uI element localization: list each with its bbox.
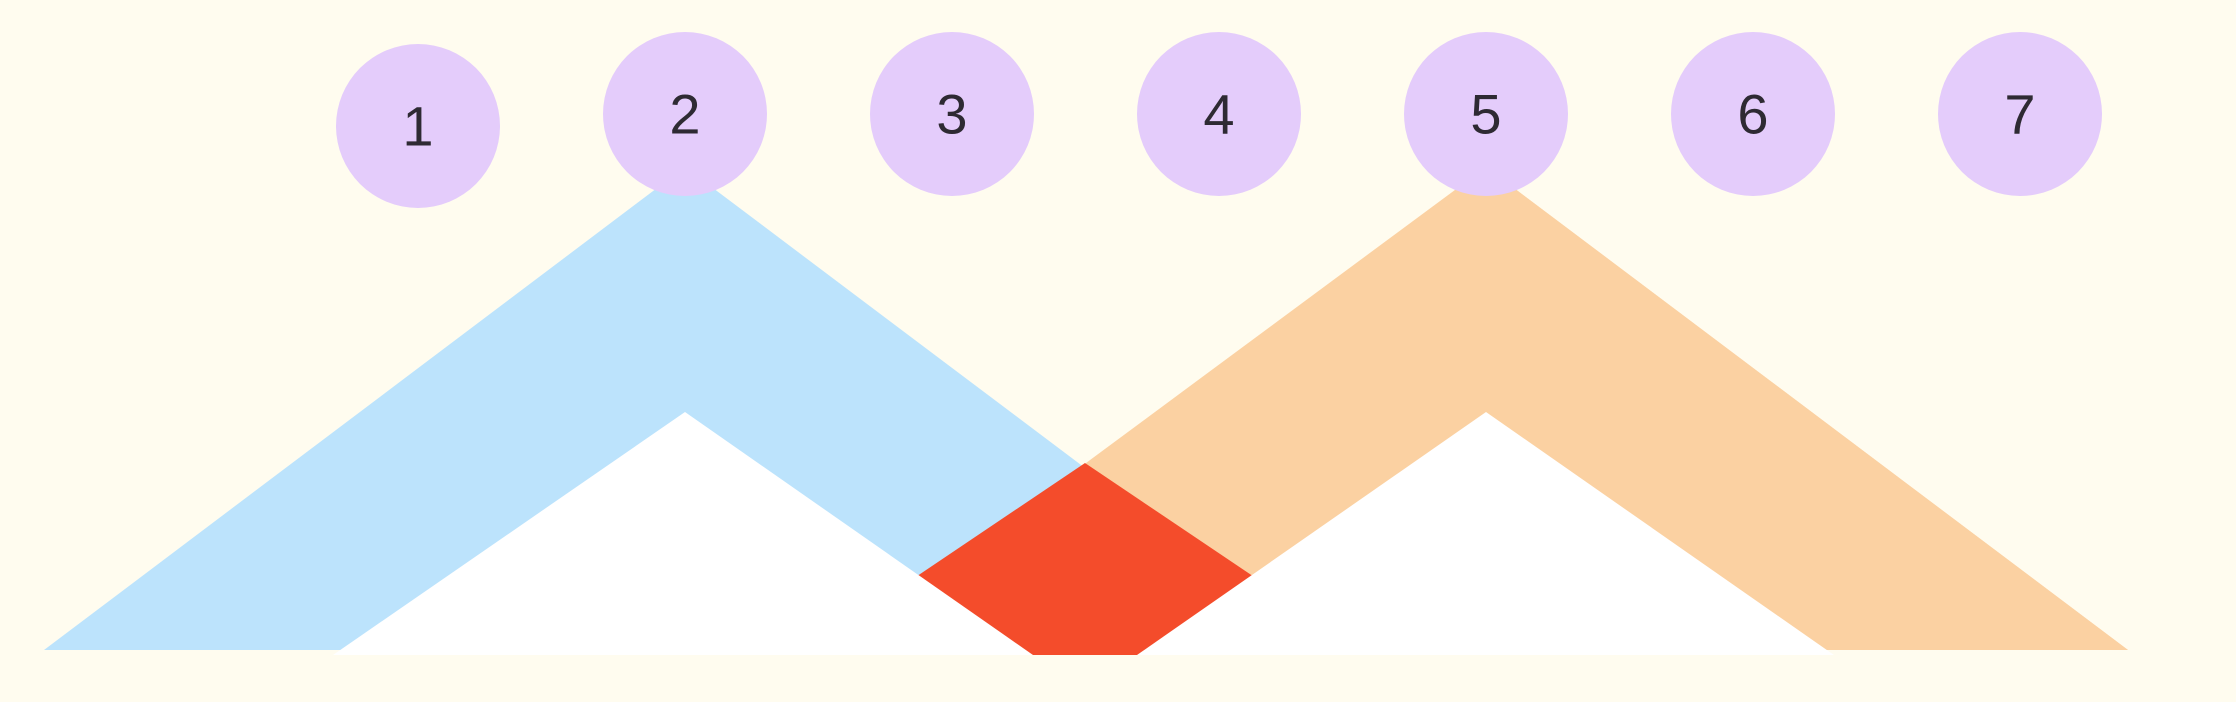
inner-white-triangle-right [1137,412,1834,655]
inner-white-triangle-left [333,412,1033,655]
circle-label: 1 [402,95,433,158]
circle-node-7: 7 [1938,32,2102,196]
circle-node-6: 6 [1671,32,1835,196]
circle-shape [1404,32,1568,196]
circle-label: 7 [2004,83,2035,146]
circle-label: 4 [1203,83,1234,146]
circle-node-5: 5 [1404,32,1568,196]
circle-label: 5 [1470,83,1501,146]
circle-shape [1137,32,1301,196]
circle-shape [1938,32,2102,196]
circle-shape [870,32,1034,196]
circle-node-4: 4 [1137,32,1301,196]
circle-node-2: 2 [603,32,767,196]
circle-label: 6 [1737,83,1768,146]
circle-node-3: 3 [870,32,1034,196]
triangles-layer [44,167,2128,655]
circle-shape [603,32,767,196]
circle-label: 3 [936,83,967,146]
circle-node-1: 1 [336,44,500,208]
circles-layer: 1 2 3 4 5 6 7 [336,32,2102,208]
circle-shape [336,44,500,208]
circle-shape [1671,32,1835,196]
circle-label: 2 [669,83,700,146]
